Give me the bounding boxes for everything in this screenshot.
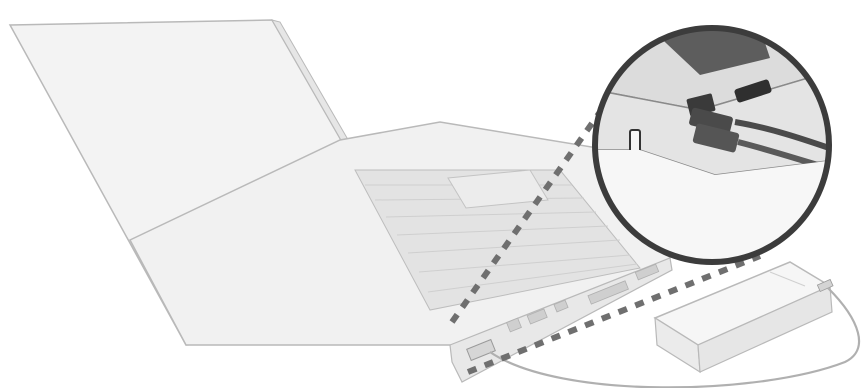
external-drive-icon bbox=[655, 262, 833, 372]
zoom-callout-icon bbox=[595, 28, 835, 268]
